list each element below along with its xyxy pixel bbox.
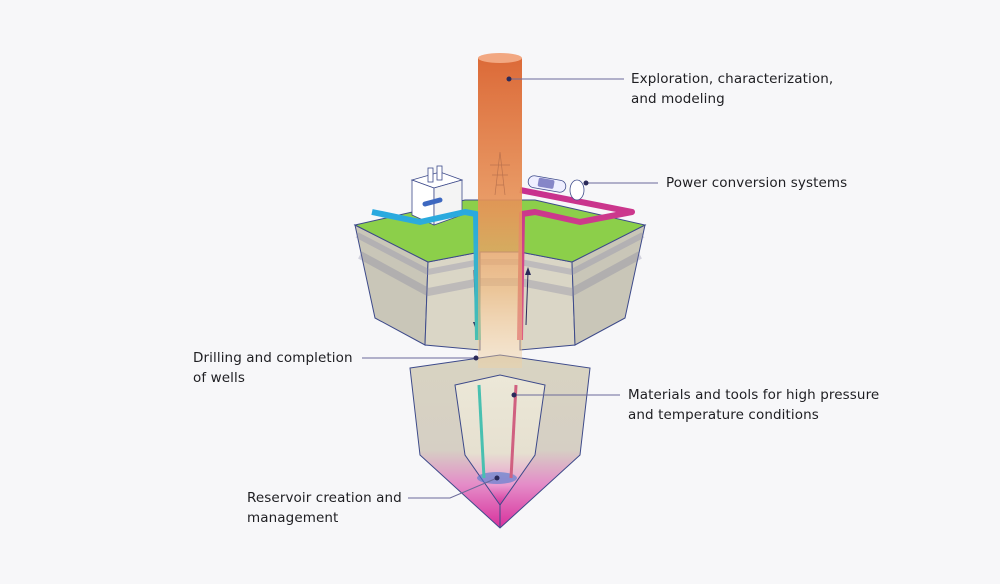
lower-rock-cone	[409, 354, 591, 529]
label-power-conversion: Power conversion systems	[666, 173, 847, 193]
label-line: Reservoir creation and	[247, 490, 402, 506]
leader-lines	[362, 78, 658, 499]
label-line: of wells	[193, 370, 245, 386]
label-drilling: Drilling and completion of wells	[193, 348, 353, 388]
turbine-icon	[527, 175, 585, 201]
transmission-tower-icon	[490, 151, 510, 196]
label-reservoir: Reservoir creation and management	[247, 488, 402, 528]
label-line: Exploration, characterization,	[631, 71, 834, 87]
label-materials: Materials and tools for high pressure an…	[628, 385, 879, 425]
label-line: management	[247, 510, 339, 526]
cold-pipe	[371, 197, 486, 479]
label-line: and modeling	[631, 91, 725, 107]
exploration-column	[478, 53, 522, 368]
label-exploration: Exploration, characterization, and model…	[631, 69, 833, 109]
leader-dots	[473, 76, 589, 481]
label-line: Drilling and completion	[193, 350, 353, 366]
label-line: and temperature conditions	[628, 407, 819, 423]
label-line: Materials and tools for high pressure	[628, 387, 880, 403]
label-line: Power conversion systems	[666, 175, 848, 191]
